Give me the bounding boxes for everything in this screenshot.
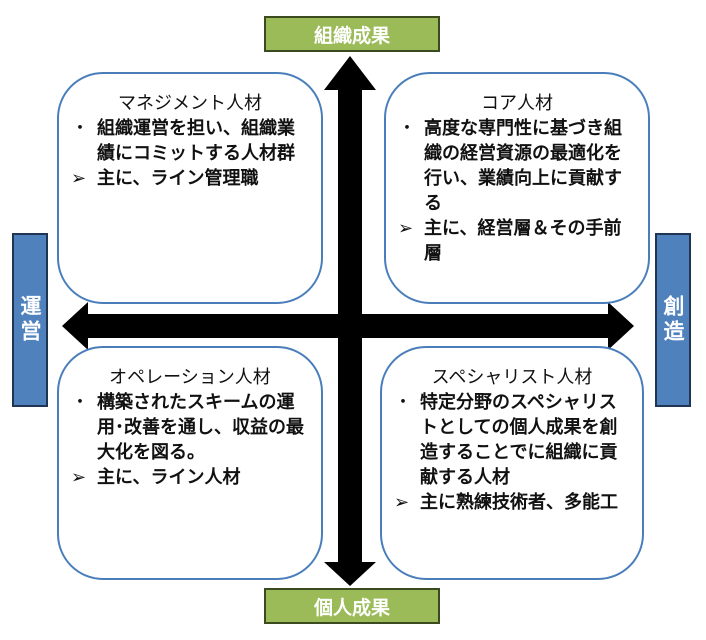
bullet-dot-icon: ・ (394, 392, 412, 413)
horizontal-axis-arrow (62, 302, 634, 350)
bullet-dot-icon: ・ (398, 118, 416, 139)
description-text: 高度な専門性に基づき組織の経営資源の最適化を行い、業績向上に貢献する (424, 118, 622, 214)
role-item: ➢ 主に、ライン管理職 (69, 166, 311, 191)
bullet-dot-icon: ・ (71, 118, 89, 139)
quadrant-management: マネジメント人材 ・ 組織運営を担い、組織業績にコミットする人材群 ➢ 主に、ラ… (57, 72, 323, 304)
role-item: ➢ 主に、経営層＆その手前層 (396, 216, 638, 266)
bullet-dot-icon: ・ (71, 392, 89, 413)
axis-label-creation: 創造 (655, 233, 691, 407)
description-item: ・ 特定分野のスペシャリストとしての個人成果を創造することでに組織に貢献する人材 (392, 390, 632, 490)
description-item: ・ 構築されたスキームの運用･改善を通し、収益の最大化を図る。 (69, 390, 311, 465)
bullet-arrow-icon: ➢ (398, 218, 414, 239)
role-item: ➢ 主に熟練技術者、多能工 (392, 490, 632, 515)
quadrant-title: オペレーション人材 (109, 367, 271, 388)
role-text: 主に、ライン人材 (97, 467, 241, 488)
description-text: 構築されたスキームの運用･改善を通し、収益の最大化を図る。 (97, 392, 304, 463)
description-item: ・ 組織運営を担い、組織業績にコミットする人材群 (69, 116, 311, 166)
role-item: ➢ 主に、ライン人材 (69, 465, 311, 490)
bullet-arrow-icon: ➢ (71, 168, 87, 189)
quadrant-operation: オペレーション人材 ・ 構築されたスキームの運用･改善を通し、収益の最大化を図る… (57, 346, 323, 580)
role-text: 主に、経営層＆その手前層 (424, 218, 622, 264)
quadrant-title: スペシャリスト人材 (431, 367, 593, 388)
bullet-arrow-icon: ➢ (71, 467, 87, 488)
axis-label-organizational-results: 組織成果 (264, 16, 440, 52)
quadrant-title: マネジメント人材 (118, 93, 262, 114)
role-text: 主に熟練技術者、多能工 (420, 492, 618, 513)
bullet-arrow-icon: ➢ (394, 492, 410, 513)
axis-label-operation: 運営 (12, 233, 48, 407)
quadrant-core: コア人材 ・ 高度な専門性に基づき組織の経営資源の最適化を行い、業績向上に貢献す… (384, 72, 650, 304)
role-text: 主に、ライン管理職 (97, 168, 259, 189)
quadrant-title: コア人材 (481, 93, 553, 114)
axis-label-individual-results: 個人成果 (264, 588, 440, 624)
description-text: 組織運営を担い、組織業績にコミットする人材群 (97, 118, 295, 164)
quadrant-specialist: スペシャリスト人材 ・ 特定分野のスペシャリストとしての個人成果を創造することで… (380, 346, 644, 580)
description-text: 特定分野のスペシャリストとしての個人成果を創造することでに組織に貢献する人材 (420, 392, 618, 488)
description-item: ・ 高度な専門性に基づき組織の経営資源の最適化を行い、業績向上に貢献する (396, 116, 638, 216)
